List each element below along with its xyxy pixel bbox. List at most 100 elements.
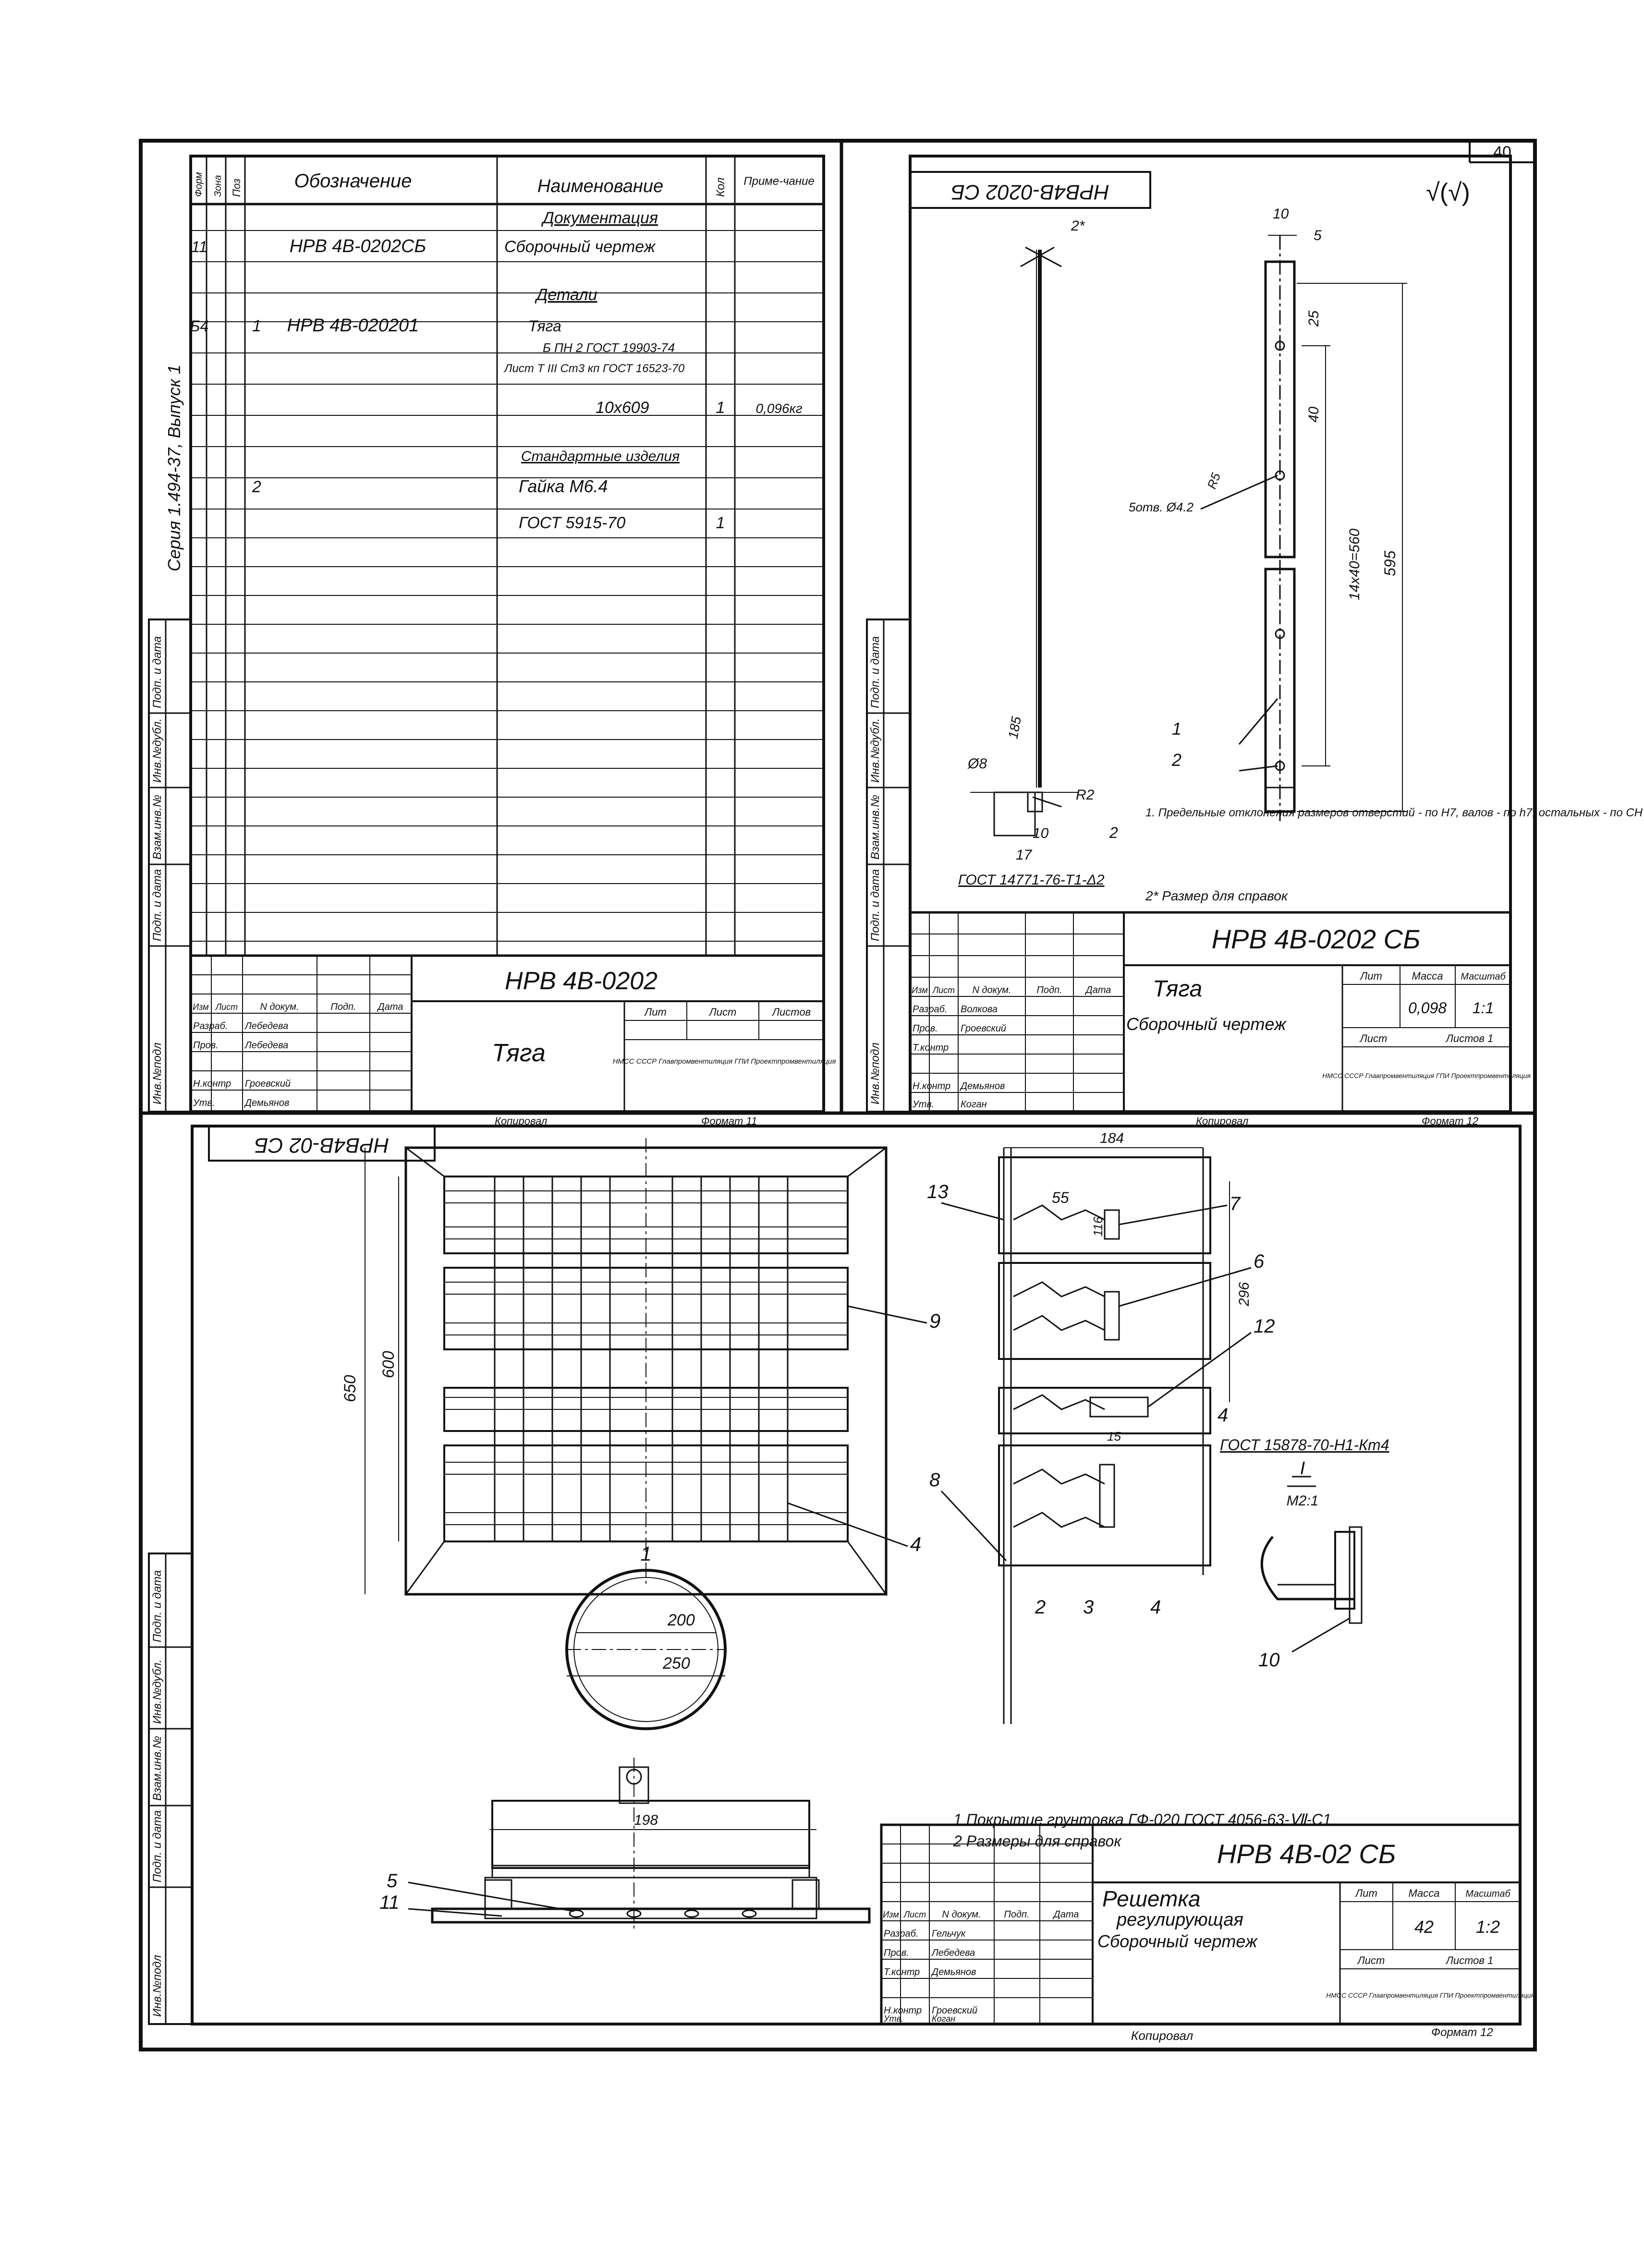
louver-row-1 xyxy=(443,1176,849,1254)
callout-c-13: 13 xyxy=(927,1181,949,1202)
tb-a-name-1: Лебедева xyxy=(244,1040,288,1051)
tb-b-mass: 0,098 xyxy=(1408,999,1447,1017)
sheet-b-rod-drawing: НРВ4В-0202 СБ √(√) 2* 185 Ø8 R2 10 17 2 … xyxy=(866,155,1644,1127)
tb-b-hdr-4: Дата xyxy=(1085,985,1111,995)
dim-b-17: 17 xyxy=(1016,847,1033,863)
side-label-a-0: Подп. и дата xyxy=(151,636,164,708)
sheet-b-roughness: √(√) xyxy=(1426,179,1470,206)
side-label-b-4: Инв.№подл xyxy=(869,1043,882,1104)
side-strip-b: Подп. и дата Инв.№дубл. Взам.инв.№ Подп.… xyxy=(866,619,911,1113)
callout-c-12: 12 xyxy=(1254,1316,1275,1337)
tb-b-name-0: Волкова xyxy=(961,1004,998,1015)
detail-view-I xyxy=(1260,1476,1363,1653)
side-strip-a: Подп. и дата Инв.№дубл. Взам.инв.№ Подп.… xyxy=(148,619,192,1113)
tb-a-org: НМСС СССР Главпромвентиляция ГПИ Проектп… xyxy=(613,1057,836,1066)
sheet-a-specification: Форм Зона Поз Обозначение Наименование К… xyxy=(148,155,836,1127)
callout-c-9: 9 xyxy=(929,1310,940,1332)
grille-front-view xyxy=(365,1138,888,1730)
rod-side-view xyxy=(970,246,1078,837)
col-header-qty: Кол xyxy=(714,177,727,197)
tb-c-name-2: Демьянов xyxy=(931,1967,976,1977)
col-header-pos: Поз xyxy=(231,179,243,197)
tb-c-subtitle: Сборочный чертеж xyxy=(1097,1931,1258,1951)
page-number: 40 xyxy=(1493,143,1511,161)
col-header-zone: Зона xyxy=(213,175,223,197)
tb-b-role-1: Пров. xyxy=(913,1023,938,1034)
tb-c-hdr-4: Дата xyxy=(1053,1909,1079,1920)
tb-c-hdr-0: Изм xyxy=(883,1910,899,1919)
tb-a-hdr-4: Дата xyxy=(377,1002,403,1012)
tb-c-hdr-1: Лист xyxy=(903,1910,926,1919)
sheet-c-assembly: НРВ4В-02 СБ xyxy=(148,1125,1534,2043)
callout-c-4b: 4 xyxy=(1218,1405,1228,1426)
tb-c-scale-h: Масштаб xyxy=(1465,1889,1510,1899)
dim-b-10: 10 xyxy=(1273,206,1289,222)
callout-c-10: 10 xyxy=(1258,1649,1280,1671)
dim-c-650: 650 xyxy=(341,1375,359,1402)
tb-b-name-4: Коган xyxy=(961,1099,987,1110)
tb-b-name-1: Гроевский xyxy=(961,1023,1006,1034)
spec-grid-rows xyxy=(191,230,824,942)
tb-b-title: Тяга xyxy=(1153,976,1202,1002)
side-label-b-1: Инв.№дубл. xyxy=(869,718,882,783)
tb-b-lists: Листов 1 xyxy=(1445,1032,1493,1044)
tb-a-list: Лист xyxy=(708,1006,737,1018)
dim-c-15: 15 xyxy=(1107,1429,1121,1443)
col-header-name: Наименование xyxy=(537,176,663,196)
tb-c-lit: Лит xyxy=(1354,1887,1377,1899)
tb-b-hdr-1: Лист xyxy=(932,985,955,995)
gost-b: ГОСТ 14771-76-Т1-Δ2 xyxy=(958,872,1105,888)
tb-b-scale: 1:1 xyxy=(1473,999,1494,1017)
spec-row-6-name: 10х609 xyxy=(596,399,649,417)
side-label-a-4: Инв.№подл xyxy=(151,1043,164,1104)
col-header-format: Форм xyxy=(194,172,204,197)
tb-c-role-1: Пров. xyxy=(884,1948,909,1958)
side-label-b-3: Подп. и дата xyxy=(869,869,882,941)
callout-c-11: 11 xyxy=(379,1892,400,1913)
copied-c: Копировал xyxy=(1131,2028,1193,2043)
grille-side-section xyxy=(998,1147,1230,1724)
tb-a-role-3: Утв. xyxy=(193,1098,215,1108)
tb-c-scale: 1:2 xyxy=(1476,1917,1500,1937)
tb-c-title: Решетка xyxy=(1102,1886,1201,1911)
tb-c-name-0: Гельчук xyxy=(932,1928,966,1939)
tb-c-mass: 42 xyxy=(1414,1917,1434,1937)
spec-row-6-qty: 1 xyxy=(716,399,725,417)
spec-row-5-name: Лист Т III Ст3 кп ГОСТ 16523-70 xyxy=(503,362,685,375)
side-label-a-3: Подп. и дата xyxy=(151,869,164,941)
tb-b-role-0: Разраб. xyxy=(913,1004,947,1015)
tb-b-scale-h: Масштаб xyxy=(1461,971,1506,982)
callout-c-3: 3 xyxy=(1083,1597,1094,1618)
tb-b-subtitle: Сборочный чертеж xyxy=(1126,1014,1287,1034)
callout-c-5: 5 xyxy=(387,1870,398,1892)
dim-b-560: 14х40=560 xyxy=(1347,528,1363,600)
tb-c-name-3: Гроевский xyxy=(932,2005,977,2016)
leader-b-2: 2 xyxy=(1171,750,1181,770)
tb-b-name-3: Демьянов xyxy=(960,1081,1005,1092)
tb-b-lit: Лит xyxy=(1359,970,1382,982)
spec-row-2-name: Детали xyxy=(534,286,597,304)
callout-c-2: 2 xyxy=(1035,1597,1046,1618)
note-b-1: 1. Предельные отклонения размеров отверс… xyxy=(1145,806,1644,819)
tb-b-list: Лист xyxy=(1359,1032,1388,1044)
col-header-designation: Обозначение xyxy=(294,170,412,192)
dim-c-600: 600 xyxy=(379,1351,398,1378)
tb-c-name-1: Лебедева xyxy=(931,1948,975,1958)
side-label-b-0: Подп. и дата xyxy=(869,636,882,708)
spec-row-3-designation: НРВ 4В-020201 xyxy=(287,315,419,336)
detail-scale: М2:1 xyxy=(1287,1493,1319,1509)
tb-a-title: Тяга xyxy=(492,1039,546,1067)
spec-row-1-format: 11 xyxy=(191,238,207,255)
louver-ribs xyxy=(494,1176,789,1541)
sheet-b-stamp: НРВ4В-0202 СБ xyxy=(951,180,1109,204)
tb-a-hdr-0: Изм xyxy=(193,1002,208,1012)
dim-c-116: 116 xyxy=(1091,1216,1105,1237)
spec-row-3-pos: 1 xyxy=(252,317,261,335)
dim-b-40: 40 xyxy=(1306,406,1322,423)
rod-front-view xyxy=(1200,235,1407,821)
leader-b-1: 1 xyxy=(1172,719,1181,739)
spec-row-4-name: Б ПН 2 ГОСТ 19903-74 xyxy=(543,340,675,355)
louver-row-2 xyxy=(443,1267,849,1350)
side-label-c-2: Взам.инв.№ xyxy=(151,1736,164,1801)
dim-b-25: 25 xyxy=(1306,310,1322,327)
